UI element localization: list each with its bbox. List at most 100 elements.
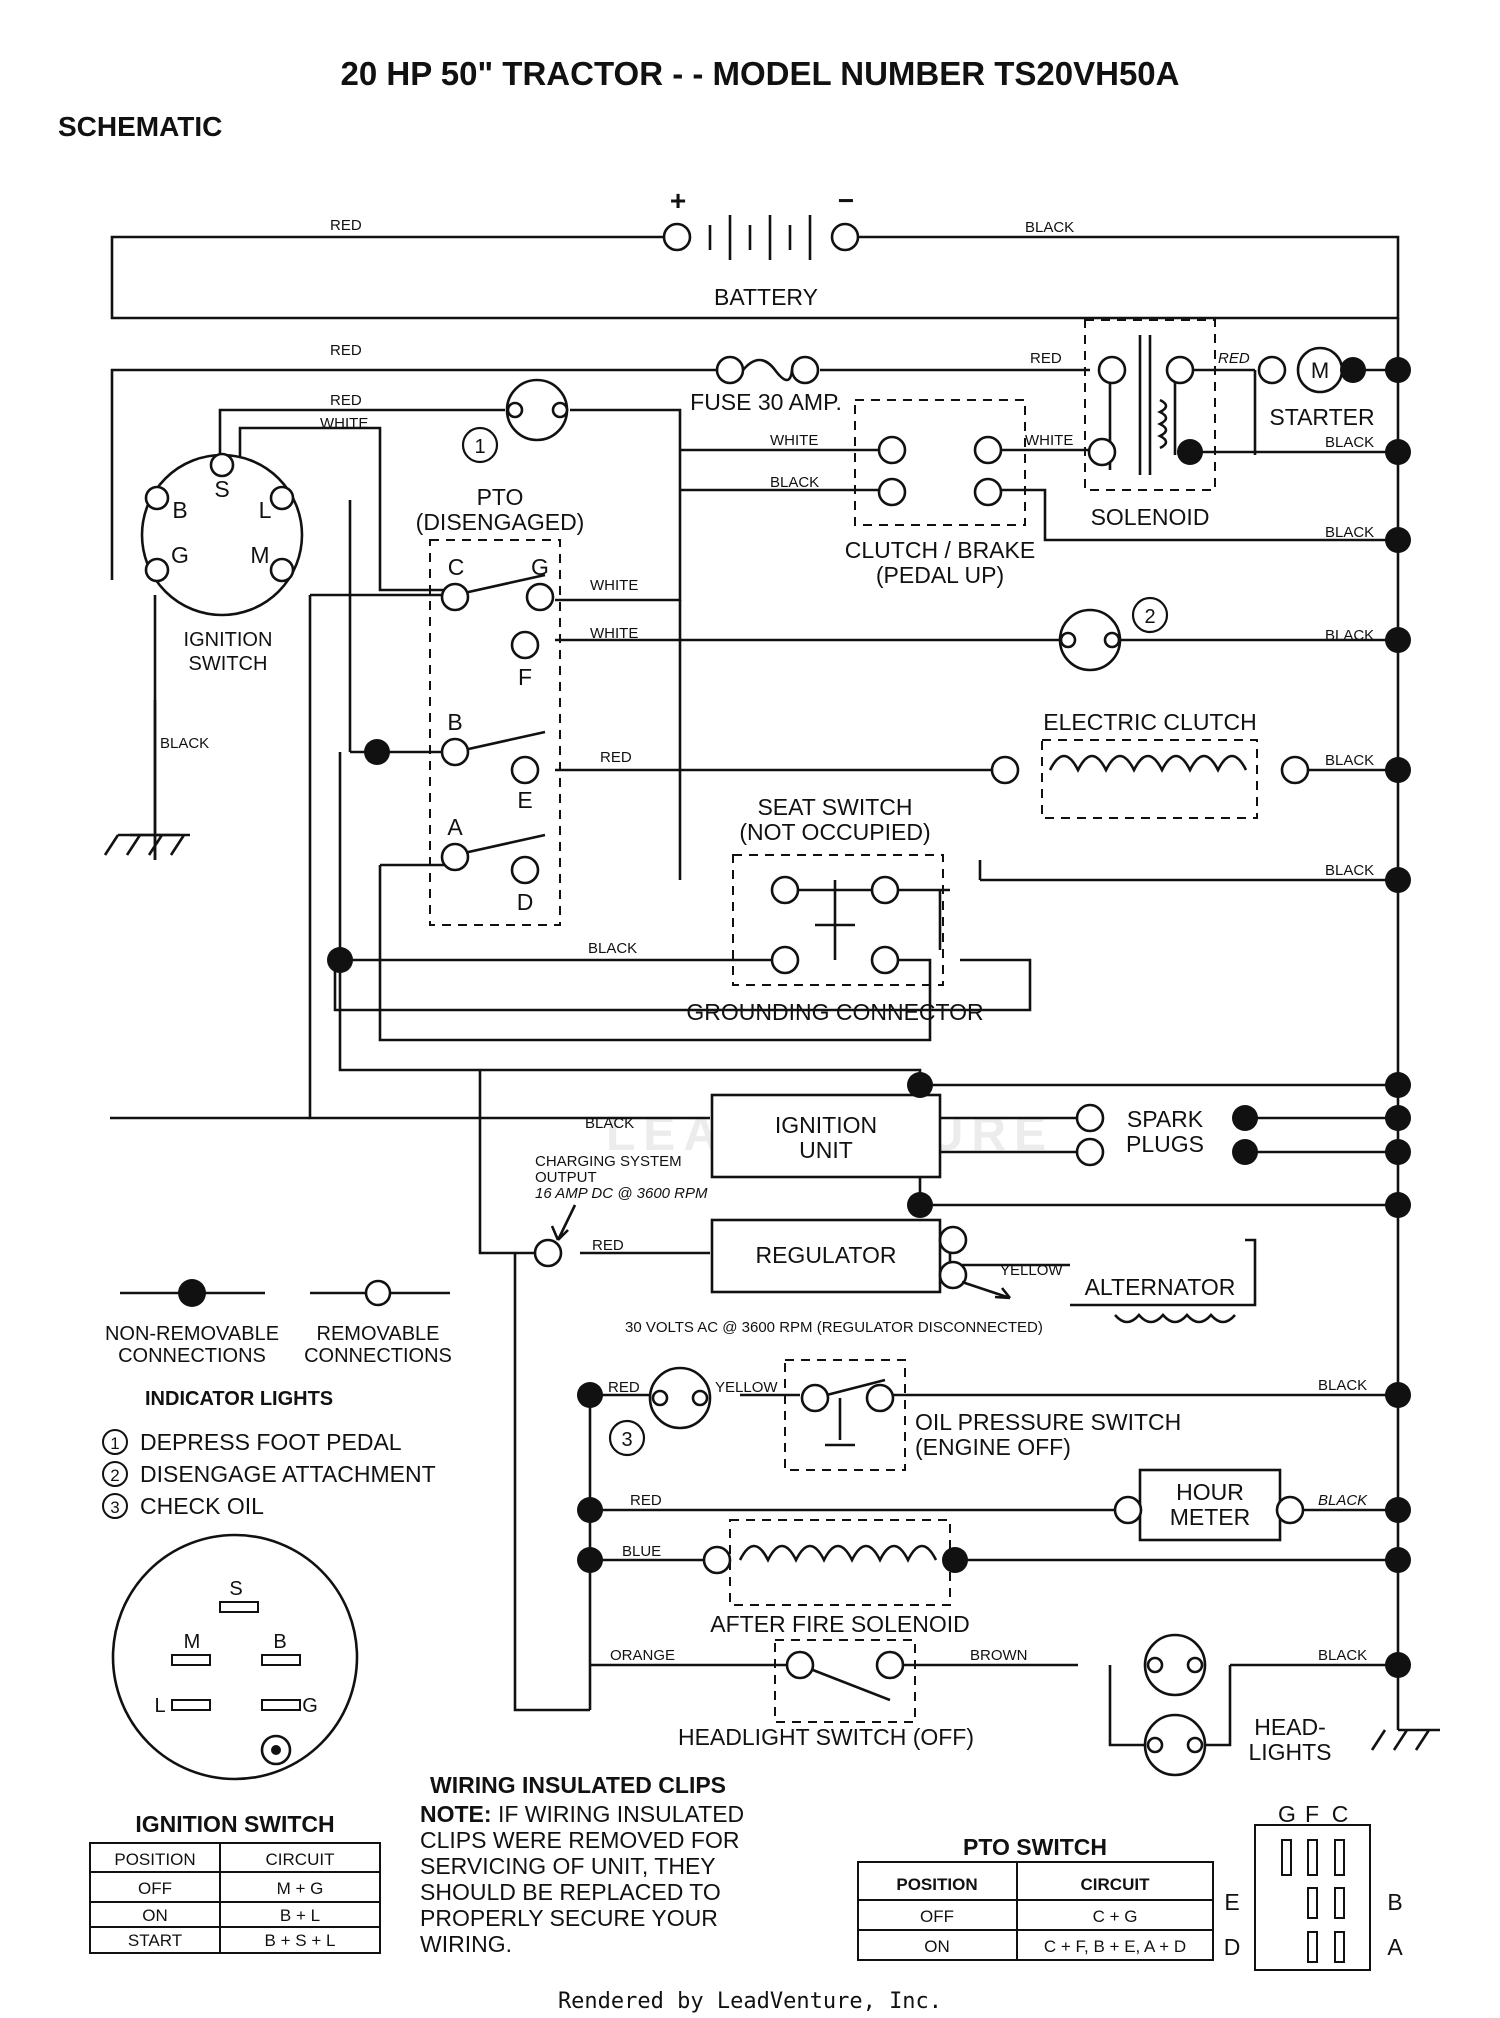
wire-label-yellow-oil: YELLOW (715, 1379, 778, 1396)
alternator-label: ALTERNATOR (1085, 1274, 1236, 1300)
wire-label-black-ignition-unit: BLACK (585, 1115, 634, 1132)
ignition-unit-label-2: UNIT (799, 1137, 853, 1163)
ignition-label-g: G (171, 542, 189, 568)
legend-removable-2: CONNECTIONS (304, 1345, 452, 1367)
indicator-item-3-text: CHECK OIL (140, 1493, 264, 1519)
pto-terminal-g[interactable] (525, 582, 555, 612)
oil-switch-terminal-1[interactable] (800, 1383, 830, 1413)
wire-label-orange-headlight: ORANGE (610, 1647, 675, 1664)
wire-label-brown-headlight: BROWN (970, 1647, 1028, 1664)
charging-rating-label: 16 AMP DC @ 3600 RPM (535, 1185, 708, 1202)
wiring-note-line-4: SHOULD BE REPLACED TO (420, 1879, 721, 1905)
ignition-terminal-l[interactable] (269, 485, 295, 511)
wire-label-black-solenoid: BLACK (1325, 434, 1374, 451)
pto-switch[interactable]: PTO (DISENGAGED) C G F B E A D (416, 484, 585, 915)
indicator-item-2-num: 2 (110, 1466, 119, 1485)
wire-label-red-main: RED (330, 342, 362, 359)
after-fire-terminal[interactable] (702, 1545, 732, 1575)
seat-switch[interactable]: SEAT SWITCH (NOT OCCUPIED) (739, 794, 931, 975)
spark-plug-terminal-1[interactable] (1075, 1103, 1105, 1133)
wire-label-black-battery: BLACK (1025, 219, 1074, 236)
fuse-30-amp[interactable]: FUSE 30 AMP. (690, 355, 842, 415)
regulator[interactable] (710, 1218, 942, 1294)
face-label-b: B (273, 1631, 286, 1653)
after-fire-coil (738, 1544, 938, 1563)
indicator-light-1: 1 (461, 378, 569, 464)
regulator-input-terminal[interactable] (533, 1238, 563, 1268)
hour-meter-terminal-1[interactable] (1113, 1495, 1143, 1525)
starter-label: STARTER (1269, 404, 1374, 430)
pto-label-c: C (448, 554, 465, 580)
starter[interactable]: M STARTER (1257, 346, 1375, 430)
wire-label-yellow-alternator: YELLOW (1000, 1262, 1063, 1279)
headlights-label: HEAD- (1254, 1714, 1326, 1740)
hour-meter-terminal-2[interactable] (1275, 1495, 1305, 1525)
ignition-unit[interactable] (710, 1093, 942, 1179)
clutch-brake-label: CLUTCH / BRAKE (845, 537, 1035, 563)
regulator-ac-terminal-1[interactable] (938, 1225, 968, 1255)
ignition-label-l: L (259, 497, 272, 523)
wiring-note-line-5: PROPERLY SECURE YOUR (420, 1905, 718, 1931)
wire-label-white-clutch: WHITE (770, 432, 818, 449)
electric-clutch[interactable]: ELECTRIC CLUTCH (990, 709, 1310, 785)
ignition-row-1-circuit: M + G (277, 1879, 324, 1898)
ignition-switch-label-2: SWITCH (189, 653, 268, 675)
wiring-note-line-3: SERVICING OF UNIT, THEY (420, 1853, 716, 1879)
pto-label-b: B (447, 709, 462, 735)
oil-pressure-label: OIL PRESSURE SWITCH (915, 1409, 1181, 1435)
pto-header-position: POSITION (896, 1875, 977, 1894)
pto-state: (DISENGAGED) (416, 509, 585, 535)
oil-pressure-state: (ENGINE OFF) (915, 1434, 1071, 1460)
charging-system-label: CHARGING SYSTEM (535, 1153, 682, 1170)
pto-outline (429, 539, 561, 926)
regulator-ac-terminal-2[interactable] (938, 1260, 968, 1290)
seat-switch-label: SEAT SWITCH (757, 794, 912, 820)
wire-label-red-battery: RED (330, 217, 362, 234)
ignition-terminal-g[interactable] (144, 557, 170, 583)
indicator-item-1-num: 1 (110, 1434, 119, 1453)
ignition-switch[interactable]: S B L G M IGNITION SWITCH (140, 452, 304, 675)
pto-row-1-position: OFF (920, 1907, 954, 1926)
spark-plug-terminal-2[interactable] (1075, 1137, 1105, 1167)
battery-positive-terminal[interactable] (662, 222, 692, 252)
pto-label-g: G (531, 554, 549, 580)
headlight-switch-terminal-1[interactable] (785, 1650, 815, 1680)
pto-switch-table: PTO SWITCH POSITION CIRCUIT OFF C + G ON… (857, 1834, 1214, 1961)
battery-negative-terminal[interactable] (830, 222, 860, 252)
wire-label-blue-afterfire: BLUE (622, 1543, 661, 1560)
footer-credit: Rendered by LeadVenture, Inc. (558, 1989, 942, 2014)
wire-label-white-ignition: WHITE (320, 415, 368, 432)
pto-pin-diagram: G F C E B D A (1224, 1801, 1403, 1971)
wire-labels: RED BLACK RED RED RED RED WHITE WHITE WH… (160, 217, 1374, 1664)
face-label-l: L (154, 1695, 165, 1717)
wire-label-black-ignition: BLACK (160, 735, 209, 752)
wiring-note-text-1: IF WIRING INSULATED (492, 1801, 745, 1827)
clutch-brake-switch[interactable]: CLUTCH / BRAKE (PEDAL UP) (845, 435, 1035, 588)
face-label-m: M (184, 1631, 201, 1653)
pto-terminal-e[interactable] (510, 755, 540, 785)
solenoid[interactable]: SOLENOID (1087, 335, 1209, 530)
pto-terminal-c[interactable] (440, 582, 470, 612)
pto-terminal-f[interactable] (510, 630, 540, 660)
pto-terminal-b[interactable] (440, 737, 470, 767)
ignition-terminal-s[interactable] (209, 452, 235, 478)
ignition-terminal-b[interactable] (144, 485, 170, 511)
pin-label-d: D (1224, 1934, 1241, 1960)
indicator-2-number: 2 (1144, 606, 1155, 628)
wire-label-black-oil: BLACK (1318, 1377, 1367, 1394)
pto-row-2-position: ON (924, 1937, 950, 1956)
headlight-switch-terminal-2[interactable] (875, 1650, 905, 1680)
indicator-light-3: 3 (608, 1366, 712, 1457)
pto-label-a: A (447, 814, 463, 840)
solenoid-outline (1084, 319, 1216, 491)
pto-row-1-circuit: C + G (1093, 1907, 1138, 1926)
wire-label-red-solenoid: RED (1030, 350, 1062, 367)
battery-plus-sign: + (670, 185, 686, 216)
ignition-unit-label: IGNITION (775, 1112, 877, 1138)
pto-terminal-a[interactable] (440, 842, 470, 872)
ignition-terminal-m[interactable] (269, 557, 295, 583)
headlight-switch-outline (774, 1639, 916, 1723)
pin-label-b: B (1387, 1889, 1402, 1915)
oil-switch-terminal-2[interactable] (865, 1383, 895, 1413)
pto-terminal-d[interactable] (510, 855, 540, 885)
